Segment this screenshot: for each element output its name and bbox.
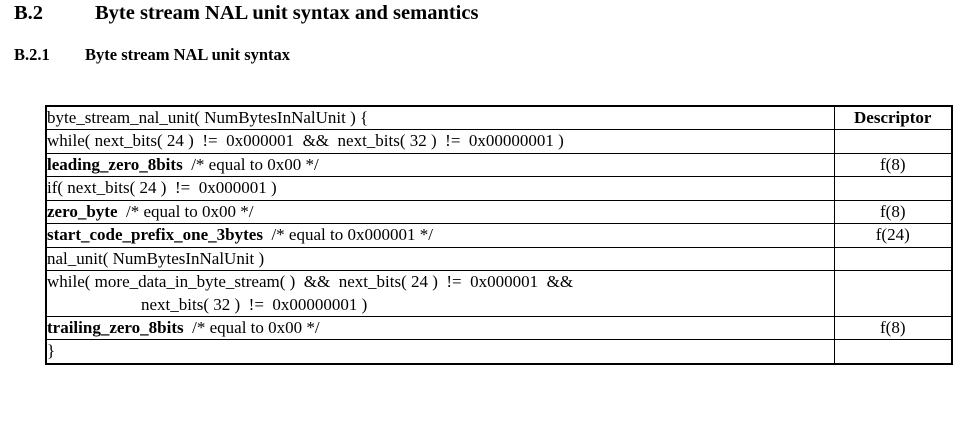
section-heading-b2: B.2 Byte stream NAL unit syntax and sema… xyxy=(14,2,478,25)
descriptor-cell: f(8) xyxy=(833,152,952,178)
descriptor-cell xyxy=(833,339,952,364)
syntax-table: byte_stream_nal_unit( NumBytesInNalUnit … xyxy=(45,105,953,365)
descriptor-cell: f(8) xyxy=(833,315,952,341)
section-title-b21: Byte stream NAL unit syntax xyxy=(85,45,291,64)
table-row: trailing_zero_8bits /* equal to 0x00 */f… xyxy=(46,315,952,341)
table-row: if( next_bits( 24 ) != 0x000001 ) xyxy=(46,176,952,201)
table-row: } xyxy=(46,339,952,364)
syntax-element-name: trailing_zero_8bits xyxy=(47,317,184,337)
syntax-cell: } xyxy=(46,339,835,364)
syntax-text-continuation: next_bits( 32 ) != 0x00000001 ) xyxy=(141,294,368,314)
table-row: zero_byte /* equal to 0x00 */f(8) xyxy=(46,199,952,225)
syntax-text: byte_stream_nal_unit( NumBytesInNalUnit … xyxy=(47,108,369,127)
section-number-b21: B.2.1 xyxy=(14,45,50,64)
syntax-text: while( next_bits( 24 ) != 0x000001 && ne… xyxy=(47,131,564,151)
syntax-text: } xyxy=(47,341,56,361)
syntax-text: /* equal to 0x00 */ xyxy=(182,154,319,174)
table-row: byte_stream_nal_unit( NumBytesInNalUnit … xyxy=(46,106,952,131)
descriptor-column-header: Descriptor xyxy=(833,106,952,131)
table-row: nal_unit( NumBytesInNalUnit ) xyxy=(46,246,952,272)
table-row: leading_zero_8bits /* equal to 0x00 */f(… xyxy=(46,152,952,178)
syntax-element-name: zero_byte xyxy=(47,201,118,221)
syntax-cell: trailing_zero_8bits /* equal to 0x00 */ xyxy=(46,315,835,341)
table-row: start_code_prefix_one_3bytes /* equal to… xyxy=(46,223,952,248)
syntax-text: if( next_bits( 24 ) != 0x000001 ) xyxy=(47,178,277,198)
syntax-text: /* equal to 0x00 */ xyxy=(117,201,254,221)
section-heading-b21: B.2.1 Byte stream NAL unit syntax xyxy=(14,45,290,65)
syntax-element-name: leading_zero_8bits xyxy=(47,154,183,174)
table-row: while( next_bits( 24 ) != 0x000001 && ne… xyxy=(46,129,952,154)
syntax-text: /* equal to 0x000001 */ xyxy=(262,225,433,245)
syntax-cell: while( more_data_in_byte_stream( ) && ne… xyxy=(46,270,835,317)
syntax-text: while( more_data_in_byte_stream( ) && ne… xyxy=(47,272,574,292)
table-row: while( more_data_in_byte_stream( ) && ne… xyxy=(46,270,952,317)
descriptor-cell xyxy=(833,246,952,272)
descriptor-cell xyxy=(833,129,952,154)
syntax-cell: leading_zero_8bits /* equal to 0x00 */ xyxy=(46,152,835,178)
syntax-cell: start_code_prefix_one_3bytes /* equal to… xyxy=(46,223,835,248)
section-title-b2: Byte stream NAL unit syntax and semantic… xyxy=(95,2,479,24)
descriptor-cell xyxy=(833,270,952,317)
syntax-cell: byte_stream_nal_unit( NumBytesInNalUnit … xyxy=(46,106,835,131)
descriptor-cell: f(24) xyxy=(833,223,952,248)
syntax-cell: nal_unit( NumBytesInNalUnit ) xyxy=(46,246,835,272)
syntax-text: nal_unit( NumBytesInNalUnit ) xyxy=(47,248,265,268)
descriptor-cell: f(8) xyxy=(833,199,952,225)
section-number-b2: B.2 xyxy=(14,2,44,24)
syntax-cell: if( next_bits( 24 ) != 0x000001 ) xyxy=(46,176,835,201)
descriptor-cell xyxy=(833,176,952,201)
syntax-cell: while( next_bits( 24 ) != 0x000001 && ne… xyxy=(46,129,835,154)
syntax-text: /* equal to 0x00 */ xyxy=(183,317,320,337)
syntax-cell: zero_byte /* equal to 0x00 */ xyxy=(46,199,835,225)
syntax-element-name: start_code_prefix_one_3bytes xyxy=(47,225,263,245)
